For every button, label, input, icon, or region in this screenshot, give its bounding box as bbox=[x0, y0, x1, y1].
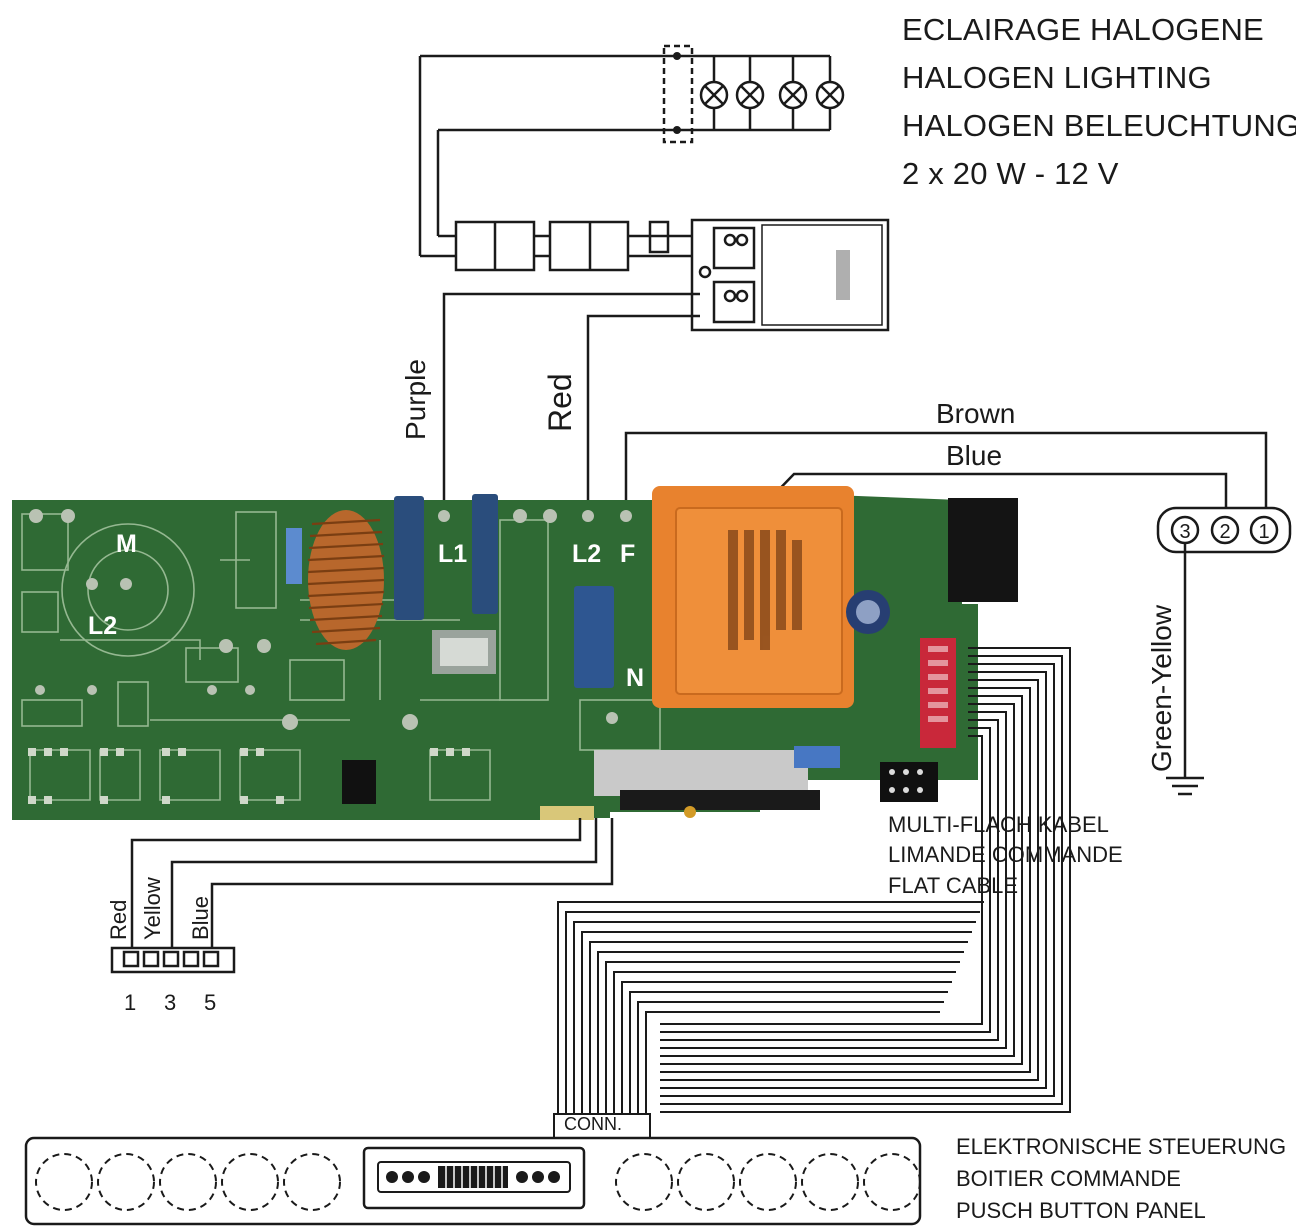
halogen-lamp-icon bbox=[778, 80, 808, 110]
panel-buttons-left bbox=[35, 1153, 341, 1211]
electronic-transformer bbox=[690, 218, 890, 332]
pcb-label-m: M bbox=[116, 530, 137, 558]
button-outline-icon bbox=[615, 1153, 673, 1211]
brown-wire bbox=[624, 431, 1268, 524]
title-line-4: 2 x 20 W - 12 V bbox=[902, 156, 1119, 191]
lower-blue-wire bbox=[210, 818, 614, 950]
relay bbox=[948, 498, 1018, 602]
toroid-coil bbox=[307, 510, 385, 650]
lamp-connector bbox=[454, 220, 630, 272]
button-outline-icon bbox=[677, 1153, 735, 1211]
red-wire-label: Red bbox=[542, 373, 578, 432]
pcb-label-l1: L1 bbox=[438, 540, 468, 568]
panel-conn-block bbox=[553, 1113, 651, 1139]
halogen-lamp-icon bbox=[815, 80, 845, 110]
title-line-2: HALOGEN LIGHTING bbox=[902, 60, 1212, 95]
brown-wire-label: Brown bbox=[936, 398, 1016, 429]
conn-label: CONN. bbox=[564, 1114, 622, 1134]
button-outline-icon bbox=[863, 1153, 921, 1211]
earth-ground-icon bbox=[1166, 543, 1204, 796]
purple-wire-label: Purple bbox=[400, 359, 431, 440]
pcb-label-l2-motor: L2 bbox=[88, 612, 118, 640]
lower-yellow-wire bbox=[170, 818, 598, 950]
terminal-1: 1 bbox=[1258, 521, 1269, 543]
lower-pin-5: 5 bbox=[204, 990, 217, 1015]
panel-led-row bbox=[386, 1166, 560, 1188]
button-outline-icon bbox=[801, 1153, 859, 1211]
lamp-junction-dashed bbox=[662, 44, 694, 144]
green-yellow-wire-label: Green-Yellow bbox=[1146, 604, 1177, 772]
purple-wire bbox=[442, 292, 700, 520]
terminal-2: 2 bbox=[1219, 521, 1230, 543]
red-wire bbox=[586, 314, 700, 520]
panel-buttons-right bbox=[615, 1153, 921, 1211]
mains-terminal bbox=[1156, 506, 1292, 554]
flat-cable-line-2: LIMANDE COMMANDE bbox=[888, 842, 1123, 867]
halogen-lamps bbox=[699, 80, 845, 110]
button-outline-icon bbox=[35, 1153, 93, 1211]
panel-label-line-3: PUSCH BUTTON PANEL bbox=[956, 1198, 1206, 1223]
panel-label-line-1: ELEKTRONISCHE STEUERUNG bbox=[956, 1134, 1287, 1159]
pcb-label-f: F bbox=[620, 540, 636, 568]
lower-red-wire bbox=[130, 818, 582, 950]
halogen-lamp-circuit bbox=[418, 44, 832, 258]
lower-connector bbox=[110, 946, 236, 974]
panel-label-line-2: BOITIER COMMANDE bbox=[956, 1166, 1181, 1191]
flat-cable-line-1: MULTI-FLACH KABEL bbox=[888, 812, 1109, 837]
button-outline-icon bbox=[97, 1153, 155, 1211]
lower-pin-3: 3 bbox=[164, 990, 177, 1015]
title-line-1: ECLAIRAGE HALOGENE bbox=[902, 12, 1264, 47]
pcb-label-n: N bbox=[626, 664, 645, 692]
button-outline-icon bbox=[221, 1153, 279, 1211]
button-outline-icon bbox=[159, 1153, 217, 1211]
flat-cable-line-3: FLAT CABLE bbox=[888, 873, 1019, 898]
halogen-lamp-icon bbox=[735, 80, 765, 110]
button-outline-icon bbox=[739, 1153, 797, 1211]
transformer-orange bbox=[652, 486, 854, 708]
blue-capacitor bbox=[472, 494, 498, 614]
button-outline-icon bbox=[283, 1153, 341, 1211]
lower-red-label: Red bbox=[106, 899, 131, 940]
black-ic bbox=[342, 760, 376, 804]
blue-capacitor bbox=[574, 586, 614, 688]
lower-yellow-label: Yellow bbox=[140, 877, 165, 940]
lower-blue-label: Blue bbox=[188, 895, 213, 940]
flat-cable-wires bbox=[660, 647, 1071, 1113]
terminal-3: 3 bbox=[1179, 521, 1190, 543]
halogen-lamp-icon bbox=[699, 80, 729, 110]
title-line-3: HALOGEN BELEUCHTUNG bbox=[902, 108, 1296, 143]
control-pcb bbox=[12, 486, 1018, 820]
blue-capacitor bbox=[394, 496, 424, 620]
board-ribbon-connector bbox=[594, 750, 808, 796]
pcb-label-l2: L2 bbox=[572, 540, 602, 568]
lower-pin-1: 1 bbox=[124, 990, 137, 1015]
flat-cable-riser bbox=[557, 901, 984, 1140]
blue-wire-label: Blue bbox=[946, 440, 1003, 471]
